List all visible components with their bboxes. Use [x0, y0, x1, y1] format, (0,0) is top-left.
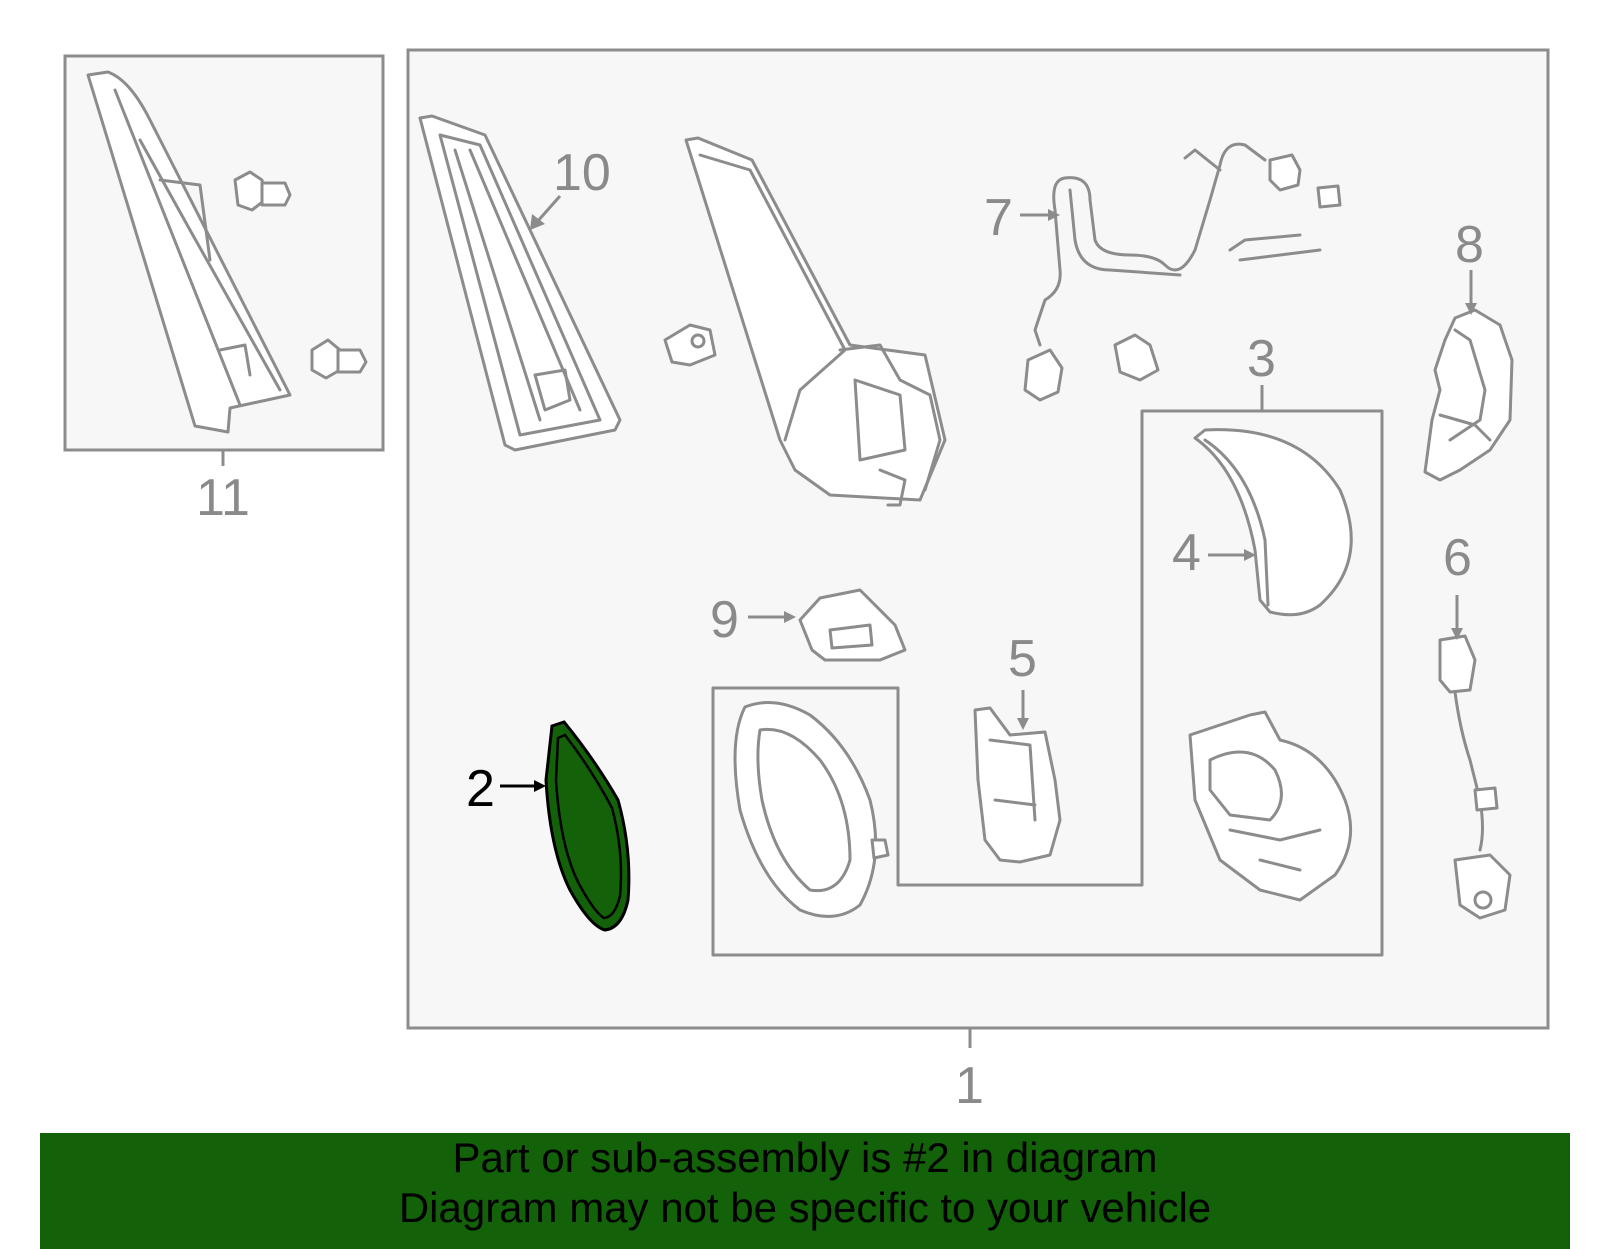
part-4-cap: [1193, 428, 1353, 617]
callout-1: 1: [955, 1057, 984, 1115]
callout-2[interactable]: 2: [466, 760, 495, 818]
part-7-harness: [1023, 142, 1342, 402]
callout-8: 8: [1455, 216, 1484, 274]
part-9-clip: [798, 588, 907, 662]
callout-7: 7: [984, 189, 1013, 247]
callout-5: 5: [1008, 630, 1037, 688]
part-5-motor: [973, 706, 1062, 864]
part-3-housing: [1188, 710, 1353, 902]
callout-9: 9: [710, 591, 739, 649]
part-6-lamp: [1438, 634, 1512, 920]
callout-10: 10: [553, 144, 611, 202]
part-1-mirror-base: [663, 136, 947, 507]
banner-line-1: Part or sub-assembly is #2 in diagram: [452, 1134, 1158, 1181]
callout-3: 3: [1247, 330, 1276, 388]
part-11-garnish: [86, 70, 368, 434]
callout-6: 6: [1443, 529, 1472, 587]
parts-diagram: 1 2 3 4 5 6 7 8 9 10 11: [63, 48, 1550, 1115]
callout-4: 4: [1172, 524, 1201, 582]
callout-11: 11: [196, 469, 250, 527]
info-banner: Part or sub-assembly is #2 in diagram Di…: [40, 1133, 1570, 1249]
banner-line-2: Diagram may not be specific to your vehi…: [398, 1184, 1212, 1231]
subassembly-3-outline: [711, 409, 1384, 957]
mirror-frame: [733, 701, 890, 918]
part-8-bracket: [1423, 308, 1514, 482]
part-2-mirror-glass[interactable]: [544, 720, 631, 932]
part-10-cover: [418, 114, 622, 452]
